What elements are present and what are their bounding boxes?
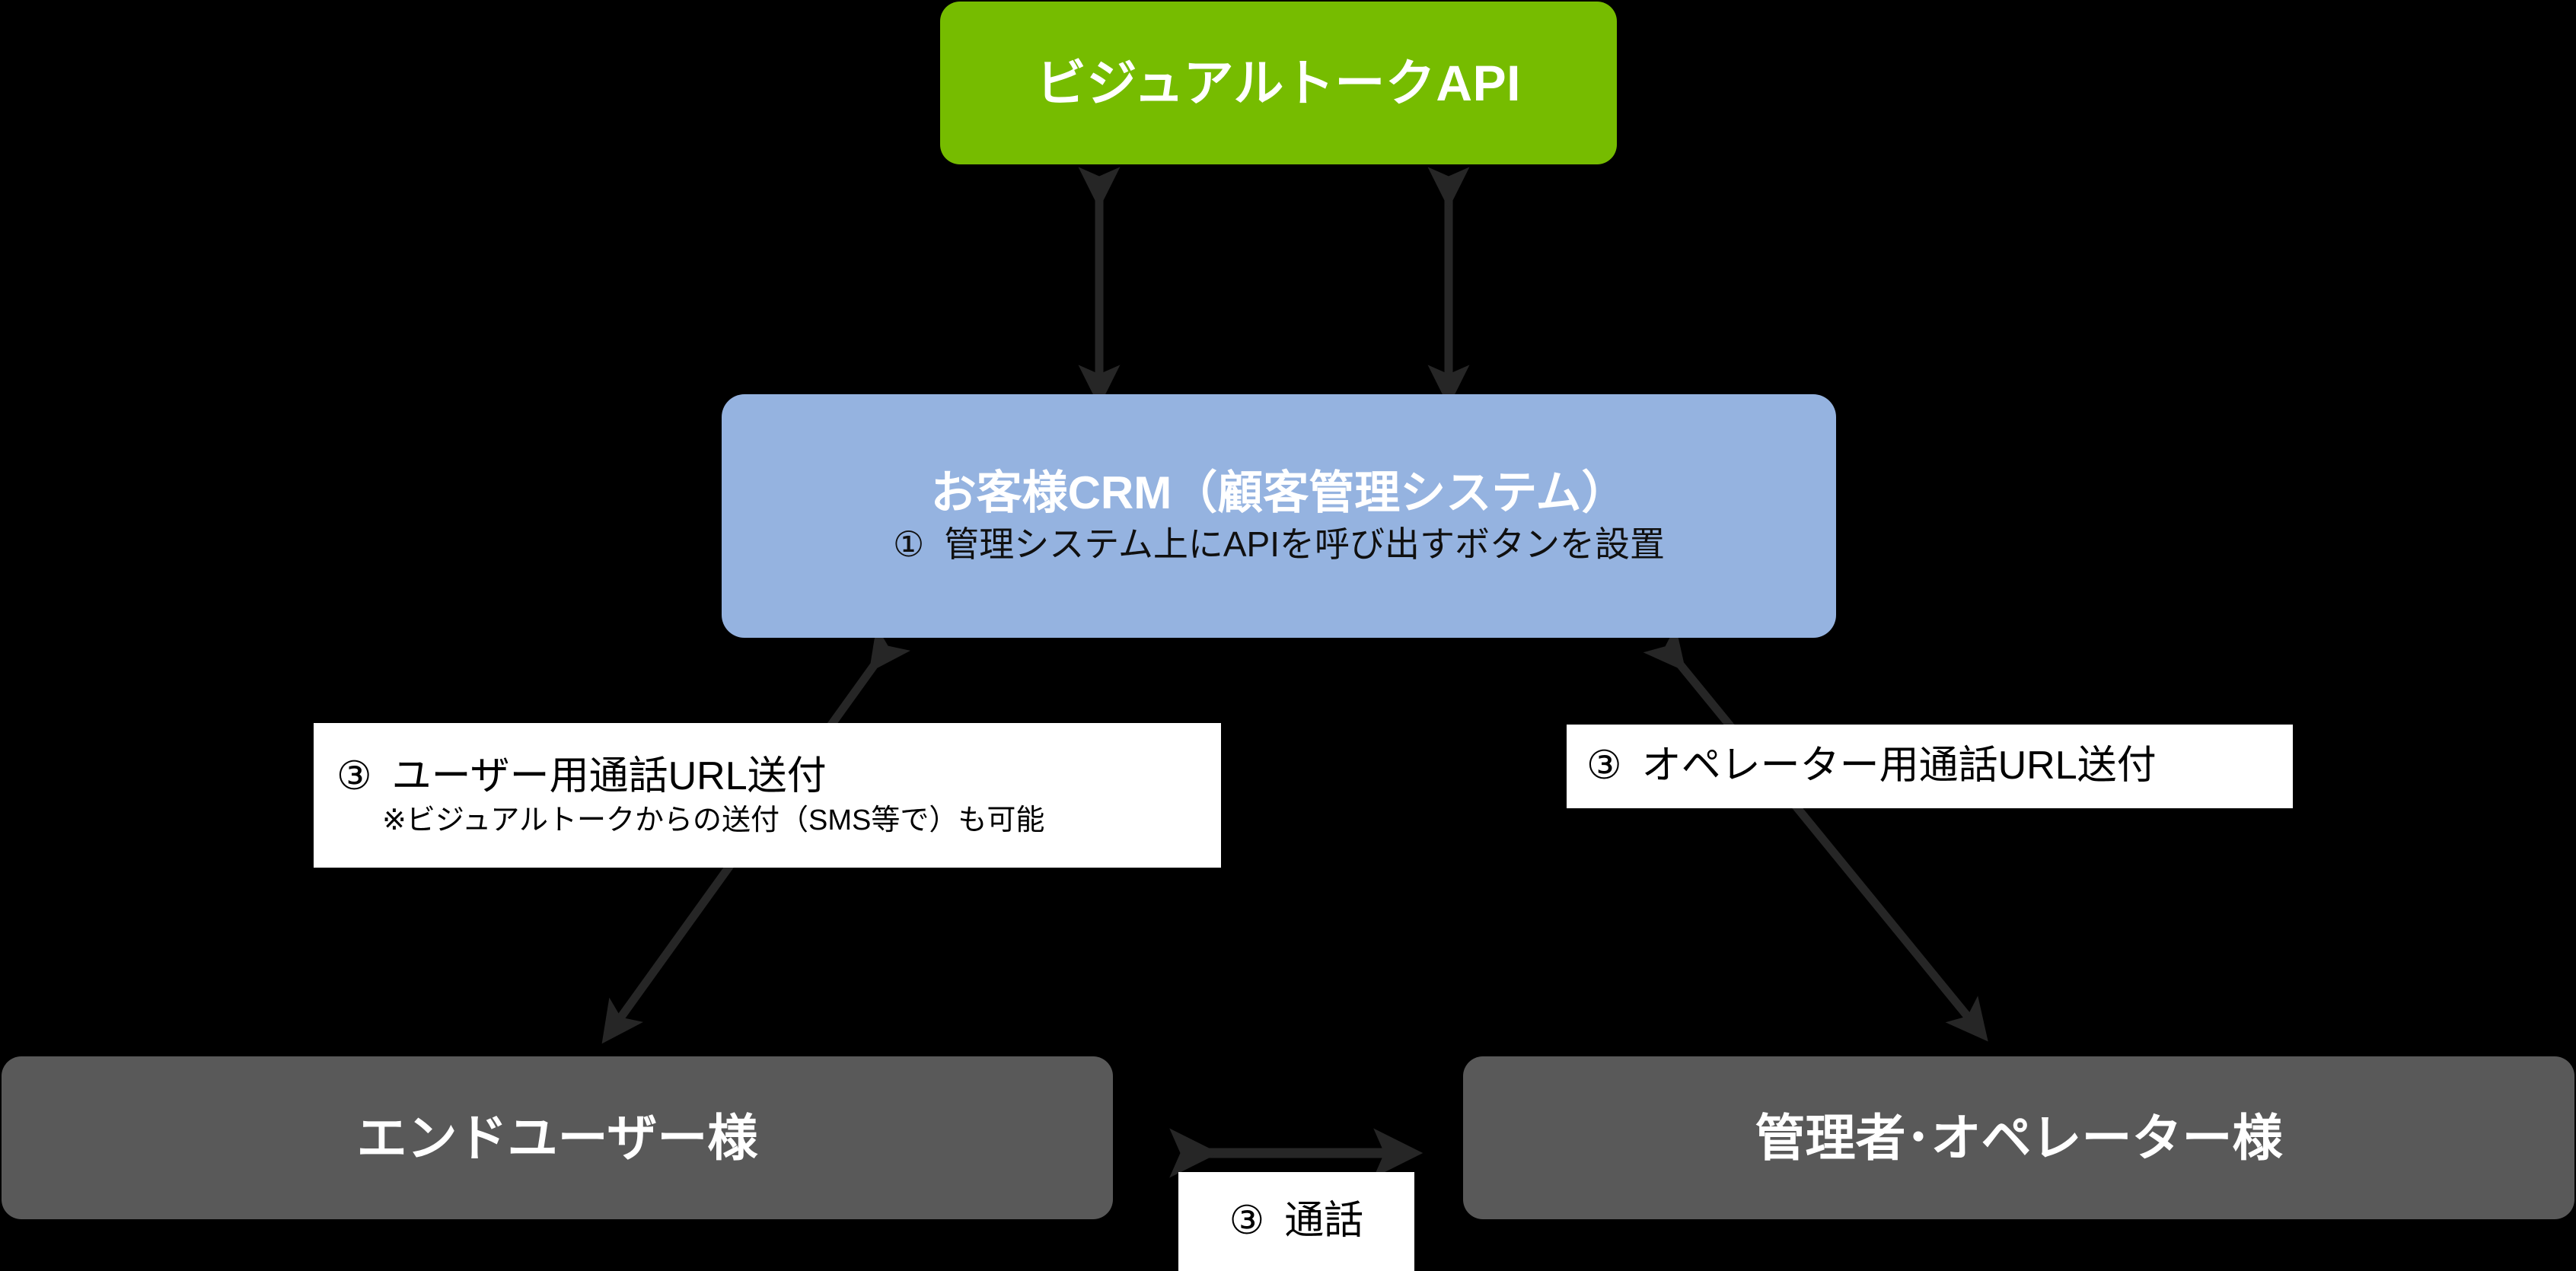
node-api-label: ビジュアルトークAPI [1036,55,1521,111]
node-end-user[interactable]: エンドユーザー様 [2,1056,1113,1219]
callout-user-url-line1: ③ ユーザー用通話URL送付 [336,754,827,798]
callout-operator-url-text: オペレーター用通話URL送付 [1641,744,2157,788]
node-crm-title: お客様CRM（顧客管理システム） [930,467,1628,519]
step-number-3-operator: ③ [1586,744,1622,788]
node-crm-step-text: 管理システム上にAPIを呼び出すボタンを設置 [944,524,1665,565]
node-operator-label: 管理者･オペレーター様 [1755,1110,2283,1166]
node-crm-step: ① 管理システム上にAPIを呼び出すボタンを設置 [892,524,1665,565]
node-visual-talk-api[interactable]: ビジュアルトークAPI [940,2,1617,164]
callout-user-url: ③ ユーザー用通話URL送付 ※ビジュアルトークからの送付（SMS等で）も可能 [314,723,1221,868]
callout-call-text: 通話 [1284,1199,1364,1244]
callout-user-url-text: ユーザー用通話URL送付 [391,753,827,798]
step-number-1: ① [892,524,925,565]
callout-operator-url-line1: ③ オペレーター用通話URL送付 [1586,744,2157,788]
node-end-user-label: エンドユーザー様 [356,1110,758,1166]
node-customer-crm[interactable]: お客様CRM（顧客管理システム） ① 管理システム上にAPIを呼び出すボタンを設置 [722,394,1836,638]
node-operator[interactable]: 管理者･オペレーター様 [1463,1056,2574,1219]
callout-call-line1: ③ 通話 [1229,1199,1364,1243]
step-number-3-call: ③ [1229,1199,1265,1244]
callout-user-url-note: ※ビジュアルトークからの送付（SMS等で）も可能 [382,804,1045,836]
arrow-crm-operator [1643,626,1988,1042]
callout-call: ③ 通話 [1178,1172,1414,1271]
step-number-3-user: ③ [336,753,372,798]
callout-operator-url: ③ オペレーター用通話URL送付 [1567,725,2293,808]
